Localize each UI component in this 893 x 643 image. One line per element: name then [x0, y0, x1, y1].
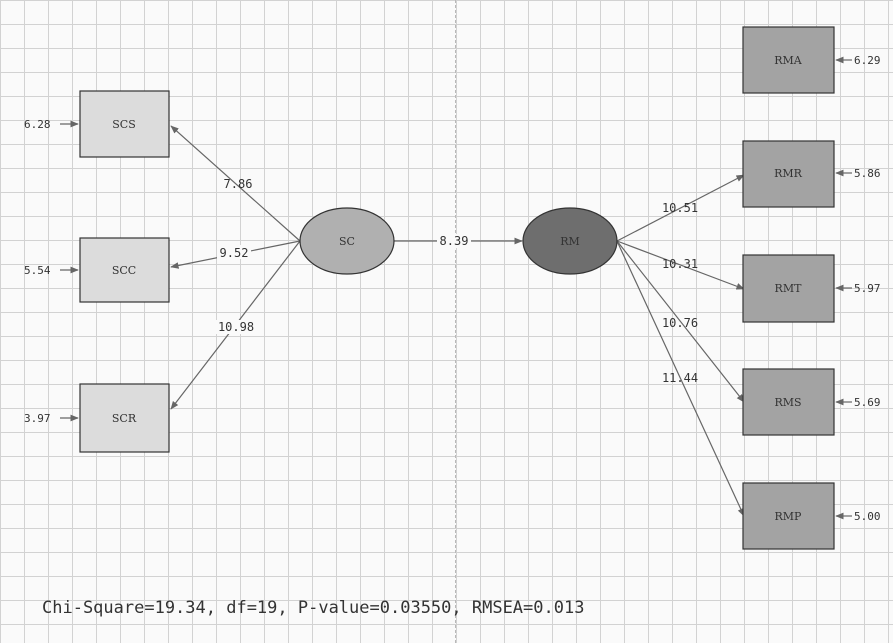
path-rm-rmt — [616, 240, 745, 290]
indicator-rmp: RMP — [742, 482, 835, 550]
indicator-label: SCS — [112, 118, 136, 131]
indicator-rma: RMA — [742, 26, 835, 94]
indicator-rmr: RMR — [742, 140, 835, 208]
coef-label-rm-rmt: 10.31 — [662, 257, 698, 271]
coef-label-sc-rm: 8.39 — [440, 234, 469, 248]
indicator-scc: SCC — [79, 237, 170, 303]
coef-label-rm-rmr: 10.51 — [662, 201, 698, 215]
indicator-scr: SCR — [79, 383, 170, 453]
coef-label-rm-rms: 10.76 — [662, 316, 698, 330]
path-rm-rmp — [616, 240, 745, 517]
coef-label-rm-rmp: 11.44 — [662, 371, 698, 385]
indicator-label: RMS — [774, 396, 801, 409]
error-value-scr: 3.97 — [24, 412, 51, 425]
error-value-rmt: 5.97 — [854, 282, 881, 295]
error-value-rmr: 5.86 — [854, 167, 881, 180]
indicator-rms: RMS — [742, 368, 835, 436]
fit-statistics: Chi-Square=19.34, df=19, P-value=0.03550… — [42, 598, 585, 618]
indicator-label: SCR — [112, 412, 137, 425]
path-sc-scs — [170, 125, 301, 242]
error-value-rma: 6.29 — [854, 54, 881, 67]
error-value-rmp: 5.00 — [854, 510, 881, 523]
indicator-label: RMT — [775, 282, 803, 295]
latent-rm: RM — [522, 207, 618, 275]
indicator-rmt: RMT — [742, 254, 835, 323]
coef-label-sc-scs: 7.86 — [224, 177, 253, 191]
latent-sc: SC — [299, 207, 395, 275]
path-rm-rmr — [616, 174, 745, 242]
indicator-label: SCC — [112, 264, 136, 277]
latent-label: RM — [560, 235, 580, 248]
latent-label: SC — [339, 235, 355, 248]
indicator-label: RMA — [774, 54, 803, 67]
coef-label-sc-scr: 10.98 — [218, 320, 254, 334]
error-value-rms: 5.69 — [854, 396, 881, 409]
indicator-label: RMP — [775, 510, 803, 523]
error-value-scc: 5.54 — [24, 264, 51, 277]
error-value-scs: 6.28 — [24, 118, 51, 131]
center-guide-line — [455, 0, 456, 643]
indicator-scs: SCS — [79, 90, 170, 158]
indicator-label: RMR — [774, 167, 803, 180]
path-rm-rms — [616, 240, 745, 403]
coef-label-sc-scc: 9.52 — [220, 246, 249, 260]
